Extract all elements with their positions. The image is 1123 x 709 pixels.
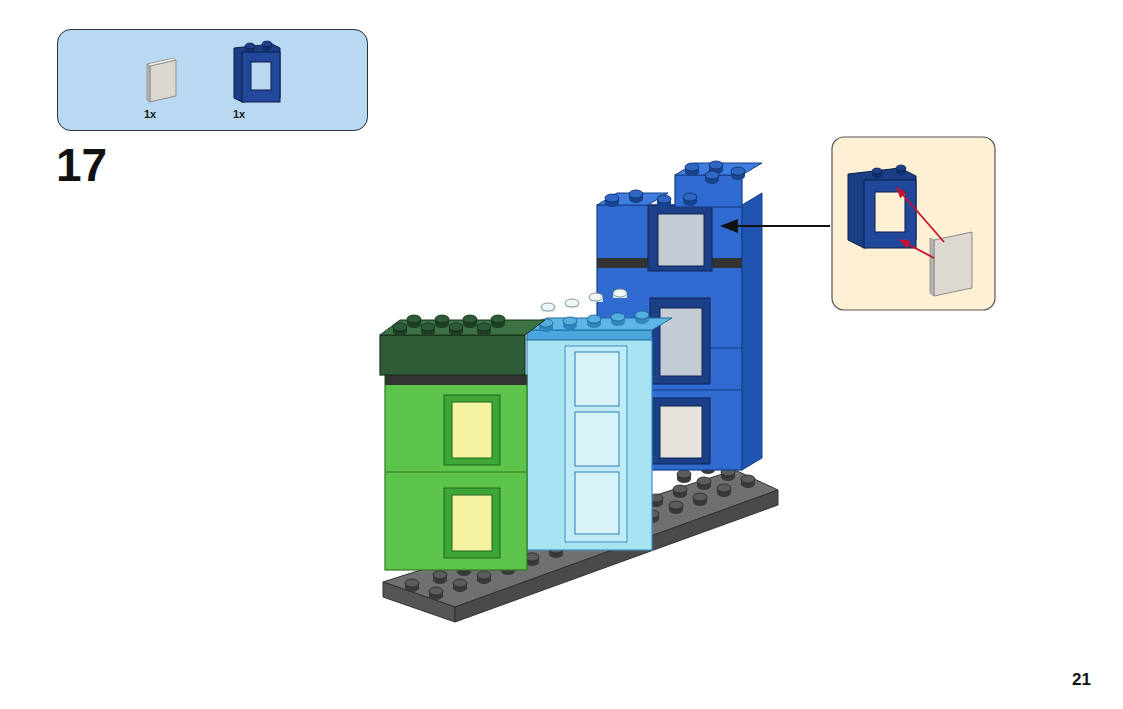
- pointer-arrow: [722, 225, 830, 227]
- pane-part: [147, 58, 176, 102]
- green-building: [380, 315, 545, 570]
- part-quantity: 1x: [144, 108, 156, 121]
- page-number: 21: [1072, 670, 1091, 689]
- window-frame-part: [234, 41, 280, 102]
- part-quantity: 1x: [233, 108, 245, 121]
- step-number: 17: [56, 140, 107, 191]
- transparent-building: [527, 289, 672, 550]
- parts-box: 1x 1x: [57, 29, 368, 131]
- inset-callout: [832, 137, 995, 310]
- parts-panel: [57, 29, 368, 131]
